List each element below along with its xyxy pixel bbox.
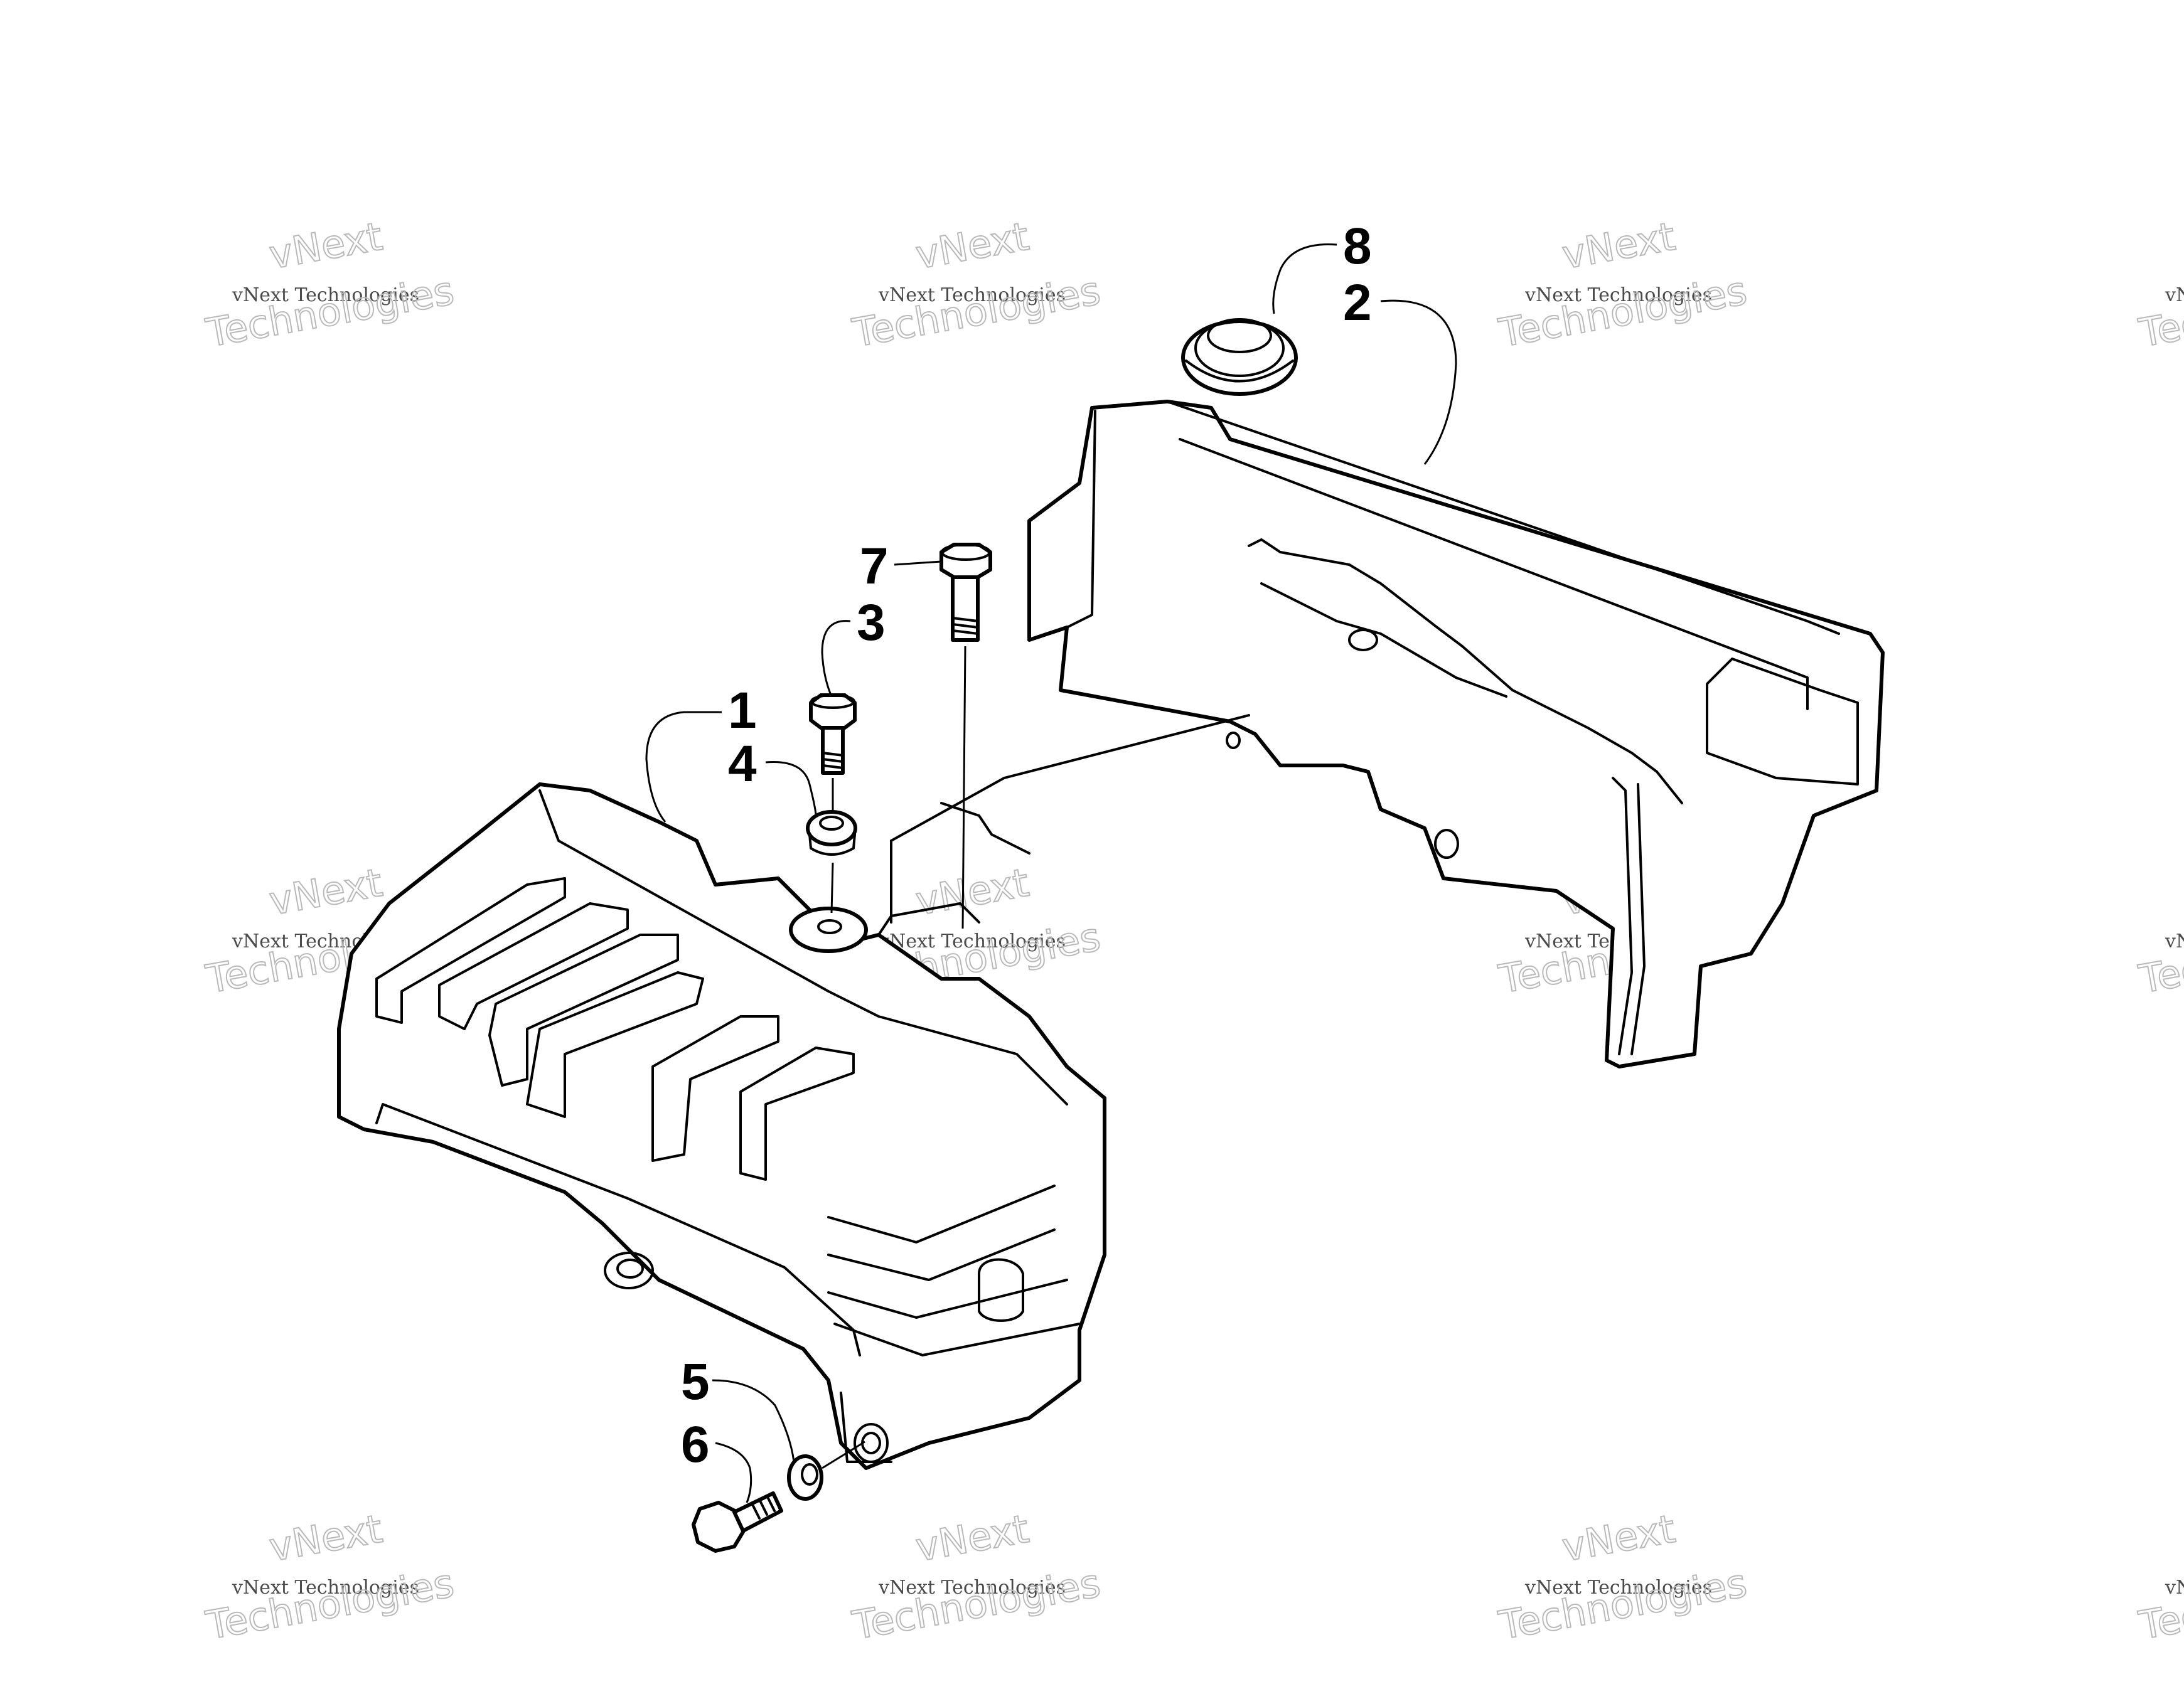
callout-1: 1	[728, 682, 757, 739]
svg-text:Technologies: Technologies	[1496, 1560, 1750, 1648]
svg-text:vNext: vNext	[266, 213, 386, 278]
svg-text:vNext: vNext	[1559, 213, 1679, 278]
svg-text:vNext Technologies: vNext Technologies	[232, 1577, 419, 1599]
svg-text:vNext: vNext	[266, 1506, 386, 1570]
part-5-washer[interactable]	[787, 1441, 865, 1501]
part-8-grommet[interactable]	[1181, 318, 1298, 396]
part-7-long-bolt[interactable]	[939, 543, 992, 929]
part-6-side-bolt[interactable]	[692, 1491, 783, 1553]
svg-text:Technologies: Technologies	[849, 267, 1104, 356]
part-3-short-bolt[interactable]	[809, 693, 857, 816]
svg-text:vNext Technologies: vNext Technologies	[232, 284, 419, 306]
svg-text:vNext: vNext	[913, 1506, 1032, 1570]
callout-4: 4	[728, 735, 757, 792]
svg-text:Technologies: Technologies	[203, 267, 458, 356]
callout-labels: 1 2 3 4 5 6 7 8	[681, 218, 1372, 1473]
part-2-rear-heat-shield[interactable]	[890, 400, 1885, 1068]
callout-8: 8	[1343, 218, 1372, 275]
svg-text:vNext Technologies: vNext Technologies	[1524, 284, 1712, 306]
callout-6: 6	[681, 1416, 710, 1473]
svg-text:Technologies: Technologies	[1496, 267, 1750, 356]
part-1-front-heat-shield[interactable]	[337, 782, 1106, 1470]
svg-text:vNext Technologies: vNext Technologies	[878, 930, 1066, 952]
svg-text:vNext Technologies: vNext Technologies	[2165, 1577, 2184, 1599]
svg-text:Technologies: Technologies	[2136, 267, 2184, 356]
callout-leaders	[645, 243, 1457, 1503]
part-4-washer[interactable]	[806, 810, 857, 914]
svg-text:vNext Technologies: vNext Technologies	[2165, 284, 2184, 306]
svg-text:vNext: vNext	[913, 213, 1032, 278]
svg-text:Technologies: Technologies	[203, 1560, 458, 1648]
svg-text:vNext Technologies: vNext Technologies	[1524, 1577, 1712, 1599]
svg-text:vNext Technologies: vNext Technologies	[2165, 930, 2184, 952]
callout-7: 7	[860, 538, 889, 595]
callout-2: 2	[1343, 274, 1372, 331]
svg-text:Technologies: Technologies	[2136, 914, 2184, 1002]
svg-text:vNext: vNext	[1559, 1506, 1679, 1570]
svg-text:Technologies: Technologies	[2136, 1560, 2184, 1648]
callout-3: 3	[857, 594, 886, 651]
callout-5: 5	[681, 1353, 710, 1410]
svg-text:vNext: vNext	[266, 860, 386, 924]
svg-text:vNext Technologies: vNext Technologies	[878, 1577, 1066, 1599]
svg-text:Technologies: Technologies	[849, 1560, 1104, 1648]
svg-text:vNext Technologies: vNext Technologies	[878, 284, 1066, 306]
